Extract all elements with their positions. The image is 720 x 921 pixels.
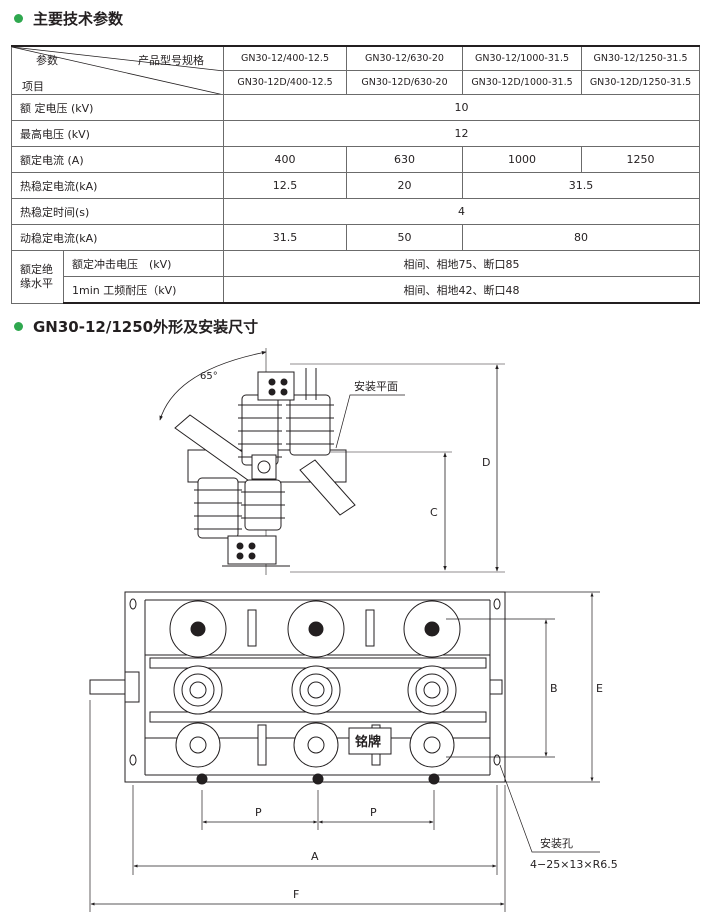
insulator-lower: [194, 477, 285, 539]
phase-b: [287, 600, 345, 785]
row-value: 1250: [581, 146, 700, 173]
model-cell: GN30-12/630-20: [346, 45, 463, 71]
side-view: [159, 348, 505, 575]
spec-table: 参数 产品型号规格 项目 GN30-12/400-12.5 GN30-12/63…: [11, 45, 700, 304]
model-cell: GN30-12D/630-20: [346, 70, 463, 95]
row-value: 相间、相地75、断口85: [223, 250, 700, 277]
row-label: 额定电流 (A): [11, 146, 224, 173]
row-value: 31.5: [223, 224, 347, 251]
insulator-left: [238, 394, 282, 466]
row-value: 12: [223, 120, 700, 147]
mount-holes: [129, 598, 501, 766]
row-value: 12.5: [223, 172, 347, 199]
insulator-right: [286, 394, 334, 456]
plan-view: [89, 591, 506, 783]
row-value: 80: [462, 224, 700, 251]
mount-hole-label: 安装孔: [540, 836, 573, 850]
model-cell: GN30-12D/1250-31.5: [581, 70, 700, 95]
table-row: 最高电压 (kV) 12: [11, 120, 700, 147]
angle-label: 65°: [200, 371, 218, 382]
header-diagonal-cell: 参数 产品型号规格 项目: [11, 45, 224, 95]
insulation-group-label: 额定绝缘水平: [11, 250, 64, 304]
row-label: 1min 工频耐压（kV): [63, 276, 224, 304]
table-row: 动稳定电流(kA) 31.5 50 80: [11, 224, 700, 251]
dim-c-label: C: [430, 506, 438, 519]
table-row: 参数 产品型号规格 项目 GN30-12/400-12.5 GN30-12/63…: [11, 45, 700, 95]
row-value: 400: [223, 146, 347, 173]
table-row: 1min 工频耐压（kV) 相间、相地42、断口48: [12, 276, 700, 304]
mount-hole-spec: 4−25×13×R6.5: [530, 858, 618, 871]
row-value: 10: [223, 94, 700, 121]
row-label: 最高电压 (kV): [11, 120, 224, 147]
header-item: 项目: [22, 80, 44, 93]
bullet-icon: [14, 322, 23, 331]
mount-plane-label: 安装平面: [354, 379, 398, 393]
phase-a: [169, 600, 227, 785]
model-cell: GN30-12/1250-31.5: [581, 45, 700, 71]
dim-a-label: A: [311, 850, 319, 863]
model-cell: GN30-12D/400-12.5: [223, 70, 347, 95]
dim-f-label: F: [293, 888, 299, 901]
row-value: 1000: [462, 146, 582, 173]
phase-c: [403, 600, 461, 785]
bullet-icon: [14, 14, 23, 23]
dim-b-label: B: [550, 682, 558, 695]
table-row: 热稳定时间(s) 4: [11, 198, 700, 225]
plan-dimensions: [89, 591, 600, 912]
row-label: 额定冲击电压 (kV): [63, 250, 224, 277]
table-row: 热稳定电流(kA) 12.5 20 31.5: [11, 172, 700, 199]
model-cell: GN30-12/1000-31.5: [462, 45, 582, 71]
header-diagonal-lines: [14, 47, 223, 94]
row-value: 31.5: [462, 172, 700, 199]
table-row: 额定绝缘水平 额定冲击电压 (kV) 相间、相地75、断口85: [11, 250, 700, 304]
table-row: GN30-12D/400-12.5 GN30-12D/630-20 GN30-1…: [12, 70, 700, 95]
row-label: 额 定电压 (kV): [11, 94, 224, 121]
section-title-drawing: GN30-12/1250外形及安装尺寸: [14, 316, 258, 337]
row-value: 50: [346, 224, 463, 251]
header-model: 产品型号规格: [138, 54, 204, 67]
row-label: 动稳定电流(kA): [11, 224, 224, 251]
section-title-spec: 主要技术参数: [14, 8, 123, 29]
table-row: 额定电流 (A) 400 630 1000 1250: [11, 146, 700, 173]
row-label: 热稳定时间(s): [11, 198, 224, 225]
row-value: 4: [223, 198, 700, 225]
nameplate-box: [348, 727, 392, 755]
row-value: 20: [346, 172, 463, 199]
header-param: 参数: [36, 54, 58, 67]
dim-d-label: D: [482, 456, 490, 469]
model-cell: GN30-12D/1000-31.5: [462, 70, 582, 95]
dim-p2-label: P: [370, 806, 377, 819]
row-value: 相间、相地42、断口48: [223, 276, 700, 304]
row-value: 630: [346, 146, 463, 173]
nameplate-label: 铭牌: [355, 734, 381, 750]
dim-e-label: E: [596, 682, 603, 695]
row-label: 热稳定电流(kA): [11, 172, 224, 199]
table-row: 额 定电压 (kV) 10: [11, 94, 700, 121]
model-cell: GN30-12/400-12.5: [223, 45, 347, 71]
dim-p1-label: P: [255, 806, 262, 819]
